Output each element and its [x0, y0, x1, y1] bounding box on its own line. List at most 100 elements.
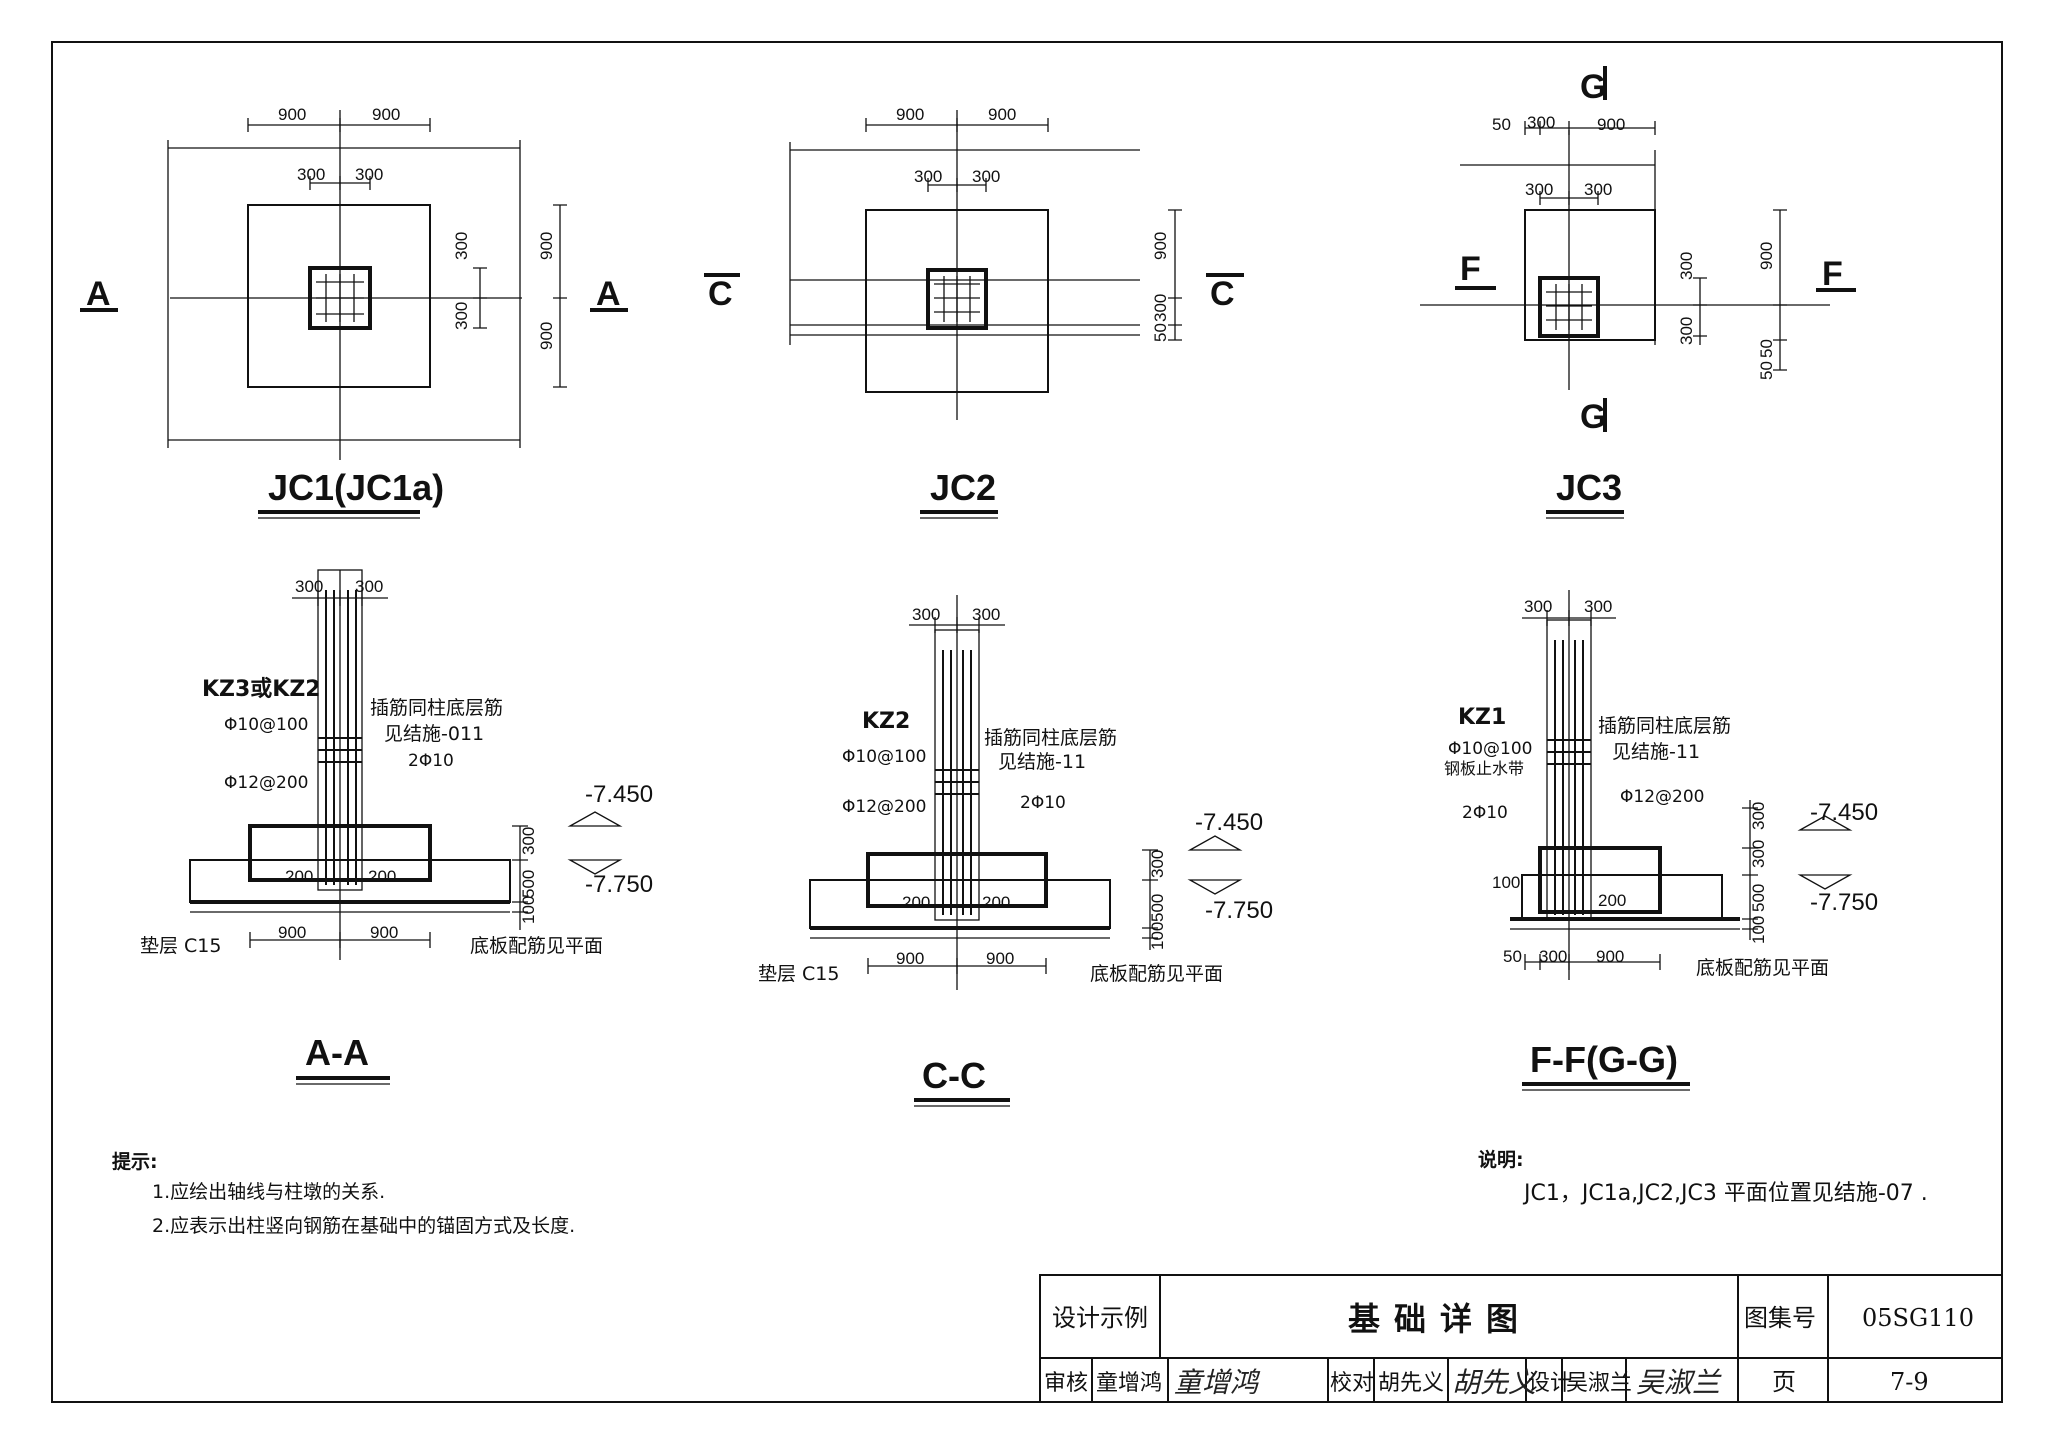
dim-label: 100 — [519, 896, 538, 924]
dim-label: 300 — [972, 167, 1000, 186]
hint-item: 2.应表示出柱竖向钢筋在基础中的锚固方式及长度. — [152, 1215, 575, 1237]
plan-title: JC2 — [930, 467, 996, 508]
dim-label: 900 — [896, 105, 924, 124]
bottom-note: 底板配筋见平面 — [1696, 957, 1829, 979]
section-mark-top: G — [1580, 68, 1606, 106]
column-label: KZ3或KZ2 — [202, 676, 321, 702]
dowel-note: 插筋同柱底层筋 — [1598, 715, 1731, 737]
bottom-note: 底板配筋见平面 — [1090, 963, 1223, 985]
section-title: A-A — [305, 1032, 369, 1073]
plan-jc3: 50 300 900 300 300 300 900 300 50 50 F F… — [1420, 66, 1856, 519]
cushion-label: 垫层 C15 — [140, 935, 221, 957]
section-f-f: 300 300 100 200 50 300 900 300 300 500 1… — [1444, 590, 1878, 1091]
section-mark-right: A — [596, 275, 621, 313]
dim-label: 900 — [537, 322, 556, 350]
column-label: KZ2 — [862, 709, 910, 734]
dowel-note: 插筋同柱底层筋 — [370, 697, 503, 719]
dim-label: 900 — [370, 923, 398, 942]
bottom-bar-label: Φ12@200 — [224, 773, 308, 793]
dim-label: 200 — [368, 867, 396, 886]
dim-label: 300 — [1677, 317, 1696, 345]
dim-label: 200 — [902, 893, 930, 912]
elevation-top: -7.450 — [585, 781, 653, 808]
dim-label: 900 — [372, 105, 400, 124]
dim-label: 300 — [452, 232, 471, 260]
bottom-bar-label: Φ12@200 — [1620, 787, 1704, 807]
stirrup-label: Φ10@100 — [1448, 739, 1532, 759]
elevation-bottom: -7.750 — [1810, 889, 1878, 916]
bar-label: 2Φ10 — [1020, 793, 1066, 813]
dim-label: 50 — [1492, 115, 1511, 134]
dim-label: 300 — [1749, 840, 1768, 868]
check-label: 校对 — [1330, 1371, 1374, 1396]
waterstop-label: 钢板止水带 — [1444, 759, 1524, 778]
dim-label: 300 — [1584, 180, 1612, 199]
dim-label: 500 — [519, 870, 538, 898]
page-number: 7-9 — [1890, 1368, 1929, 1396]
section-title: C-C — [922, 1055, 986, 1096]
dim-label: 300 — [355, 577, 383, 596]
dim-label: 300 — [1151, 294, 1170, 322]
check-name: 胡先义 — [1378, 1371, 1444, 1396]
dim-label: 900 — [278, 923, 306, 942]
section-mark-left: A — [86, 275, 111, 313]
elevation-bottom: -7.750 — [585, 871, 653, 898]
dim-label: 100 — [1749, 916, 1768, 944]
hints-heading: 提示: — [112, 1150, 158, 1173]
footing-outline — [247, 204, 431, 388]
example-label: 设计示例 — [1052, 1304, 1148, 1332]
elevation-top: -7.450 — [1195, 809, 1263, 836]
dim-label: 900 — [1757, 242, 1776, 270]
page-label: 页 — [1772, 1368, 1796, 1396]
dim-label: 100 — [1492, 873, 1520, 892]
bottom-bar-label: Φ12@200 — [842, 797, 926, 817]
dim-label: 50 — [1503, 947, 1522, 966]
dim-label: 50 — [1757, 361, 1776, 380]
dim-label: 300 — [1148, 850, 1167, 878]
bottom-note: 底板配筋见平面 — [470, 935, 603, 957]
plan-jc1: 900 900 300 300 300 300 900 900 A A JC1(… — [80, 105, 628, 519]
review-name: 童增鸿 — [1096, 1371, 1162, 1396]
column-label: KZ1 — [1458, 705, 1506, 730]
review-signature: 童增鸿 — [1174, 1366, 1261, 1399]
dim-label: 300 — [295, 577, 323, 596]
atlas-number: 05SG110 — [1862, 1304, 1974, 1332]
dim-label: 300 — [452, 302, 471, 330]
plan-title: JC1(JC1a) — [268, 467, 444, 508]
dim-label: 50 — [1151, 323, 1170, 342]
sheet-border — [51, 41, 2003, 1403]
dim-label: 300 — [914, 167, 942, 186]
section-a-a: 300 300 200 200 900 900 300 500 100 KZ3或… — [140, 569, 653, 1085]
dim-label: 300 — [1525, 180, 1553, 199]
section-title: F-F(G-G) — [1530, 1039, 1678, 1080]
section-mark-right: F — [1822, 255, 1843, 293]
section-c-c: 300 300 200 200 900 900 300 500 100 KZ2 … — [758, 595, 1273, 1107]
dim-label: 300 — [912, 605, 940, 624]
dim-label: 900 — [986, 949, 1014, 968]
dim-label: 900 — [1597, 115, 1625, 134]
dim-label: 300 — [297, 165, 325, 184]
dim-label: 500 — [1148, 894, 1167, 922]
dim-label: 900 — [1596, 947, 1624, 966]
dim-label: 900 — [537, 232, 556, 260]
atlas-label: 图集号 — [1744, 1304, 1816, 1332]
explain-heading: 说明: — [1478, 1148, 1524, 1171]
plan-title: JC3 — [1556, 467, 1622, 508]
dim-label: 200 — [982, 893, 1010, 912]
dim-label: 900 — [1151, 232, 1170, 260]
design-label: 设计 — [1528, 1371, 1572, 1396]
elevation-top: -7.450 — [1810, 799, 1878, 826]
bar-label: 2Φ10 — [1462, 803, 1508, 823]
dim-label: 300 — [1524, 597, 1552, 616]
dowel-ref: 见结施-011 — [384, 723, 484, 745]
bar-label: 2Φ10 — [408, 751, 454, 771]
title-block: 设计示例 基础详图 图集号 05SG110 审核 童增鸿 童增鸿 校对 胡先义 … — [1039, 1274, 2003, 1403]
section-mark-left: F — [1460, 250, 1481, 288]
dim-label: 900 — [896, 949, 924, 968]
dim-label: 300 — [972, 605, 1000, 624]
dim-label: 300 — [1584, 597, 1612, 616]
design-name: 吴淑兰 — [1566, 1371, 1632, 1396]
explain-block: 说明: JC1，JC1a,JC2,JC3 平面位置见结施-07 . — [1478, 1148, 1928, 1206]
stirrup-label: Φ10@100 — [224, 715, 308, 735]
